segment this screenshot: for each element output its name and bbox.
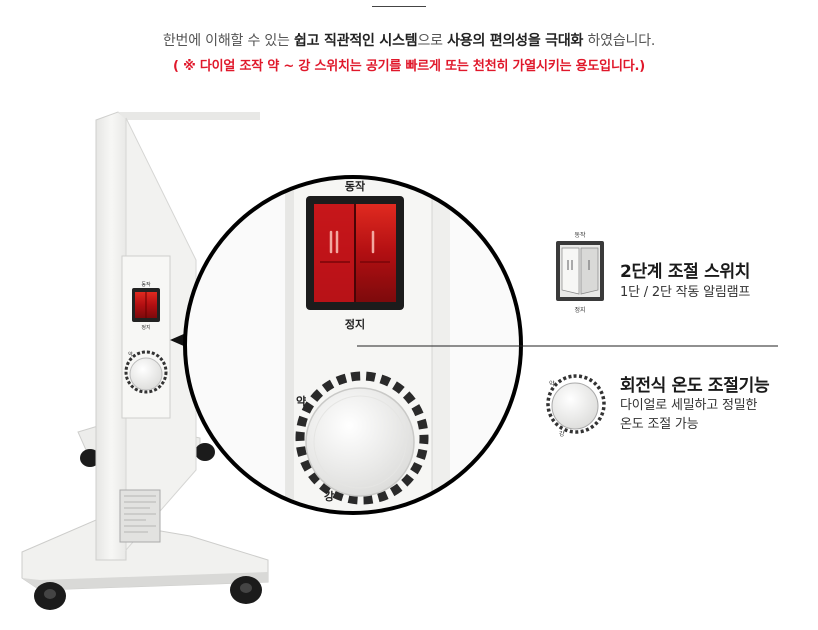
intro-bold-2: 사용의 편의성을 극대화: [447, 33, 584, 49]
feature-switch-title: 2단계 조절 스위치: [620, 262, 751, 282]
small-switch-top-label: 동작: [141, 281, 151, 288]
intro-text-3: 하였습니다.: [583, 33, 656, 49]
feature-dial-title: 회전식 온도 조절기능: [620, 376, 770, 396]
dial-icon: 약 강: [546, 374, 606, 438]
small-dial-low-label: 약: [128, 351, 133, 358]
intro-text-1: 한번에 이해할 수 있는: [162, 33, 294, 49]
icon-switch-bottom-label: 정지: [574, 306, 585, 314]
icon-dial-high-label: 강: [559, 430, 565, 438]
zoom-pointer-icon: [170, 333, 186, 347]
icon-dial-low-label: 약: [549, 380, 555, 388]
intro-text-2: 으로: [417, 33, 448, 49]
usage-note: ( ※ 다이얼 조작 약 ~ 강 스위치는 공기를 빠르게 또는 천천히 가열시…: [173, 59, 645, 74]
magnifier-circle: 동작 정지 약 강: [183, 175, 523, 515]
intro-headline: 한번에 이해할 수 있는 쉽고 직관적인 시스템으로 사용의 편의성을 극대화 …: [0, 30, 818, 50]
intro-bold-1: 쉽고 직관적인 시스템: [293, 33, 418, 49]
small-switch-bottom-label: 정지: [141, 324, 150, 331]
dial-high-label: 강: [324, 489, 334, 503]
feature-switch-desc: 1단 / 2단 작동 알림램프: [620, 285, 751, 300]
switch-top-label: 동작: [345, 179, 365, 193]
top-divider: [372, 6, 426, 7]
heater-body: 동작 정지 약: [21, 111, 269, 610]
rocker-switch-icon: 동작 정지: [556, 232, 604, 314]
dial-low-label: 약: [296, 394, 306, 408]
feature-dial-desc-1: 다이얼로 세밀하고 정밀한: [620, 398, 758, 413]
switch-bottom-label: 정지: [345, 317, 365, 331]
icon-switch-top-label: 동작: [574, 232, 586, 239]
feature-dial-desc-2: 온도 조절 가능: [620, 417, 699, 432]
